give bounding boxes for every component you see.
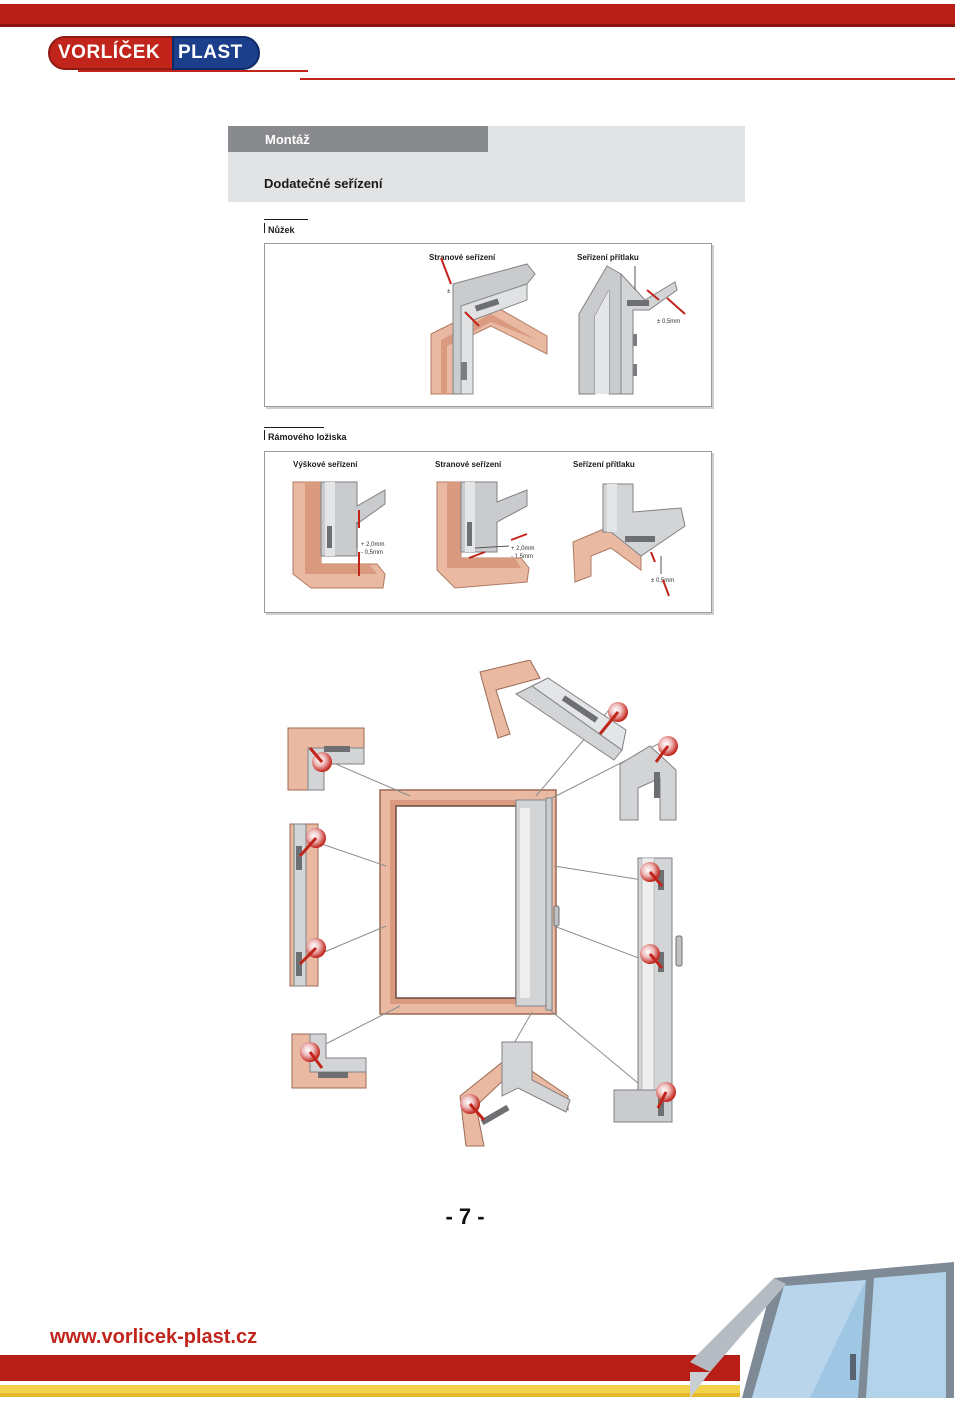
ramove-lozisko-diagram-box: Výškové seřízení Stranové seřízení Seříz… xyxy=(264,451,712,613)
section-title-ramoveho-loziska: Rámového ložiska xyxy=(268,432,347,442)
tool-marker xyxy=(656,1082,676,1109)
page-number: - 7 - xyxy=(445,1204,485,1229)
measure-side-plus: + 2,0mm xyxy=(511,546,535,552)
measure-side-2: + 2,0mm - 1,5mm xyxy=(511,545,535,561)
measure-height: + 2,0mm - 0,5mm xyxy=(361,541,385,557)
window-photo-graphic xyxy=(690,1262,954,1398)
window-frame xyxy=(379,789,560,1015)
measure-side-minus: - 1,5mm xyxy=(511,554,534,560)
measure-height-minus: - 0,5mm xyxy=(361,550,384,556)
caption-serizeni-pritlaku-2: Seřízení přítlaku xyxy=(573,460,635,469)
page-subtitle: Dodatečné seřízení xyxy=(264,176,383,191)
logo-red-part xyxy=(48,36,176,70)
section-label-tick xyxy=(264,223,265,233)
caption-stranove-serizeni: Stranové seřízení xyxy=(429,253,496,262)
tool-marker xyxy=(300,1042,324,1069)
measure-height-plus: + 2,0mm xyxy=(361,542,385,548)
tool-marker xyxy=(298,828,326,857)
detail-bottom-left xyxy=(291,1033,367,1089)
vorlicek-plast-logo[interactable]: VORLÍČEK PLAST xyxy=(48,36,308,72)
window-hardware-overview xyxy=(287,660,683,1147)
tab-title: Montáž xyxy=(265,132,310,147)
tool-marker xyxy=(308,747,332,772)
detail-right-sash xyxy=(613,857,683,1123)
logo-text-left: VORLÍČEK xyxy=(58,42,161,63)
detail-top-right xyxy=(619,745,677,821)
logo-text-right: PLAST xyxy=(178,42,243,63)
section-title-nuzek: Nůžek xyxy=(268,225,295,235)
detail-top-angled xyxy=(479,660,627,761)
caption-vyskove-serizeni: Výškové seřízení xyxy=(293,460,358,469)
tool-marker xyxy=(654,736,678,763)
section-label-rule xyxy=(264,219,308,220)
top-red-band xyxy=(0,0,960,28)
section-label-rule-2 xyxy=(264,427,324,428)
caption-stranove-serizeni-2: Stranové seřízení xyxy=(435,460,502,469)
measure-pressure: ± 0,5mm xyxy=(657,319,681,325)
tool-marker xyxy=(640,944,664,969)
adjustment-tool-markers xyxy=(298,702,678,1121)
header-divider xyxy=(300,78,955,80)
tool-marker xyxy=(460,1094,486,1121)
section-label-tick-2 xyxy=(264,430,265,440)
logo-underline xyxy=(78,70,308,72)
tool-marker xyxy=(598,702,628,735)
website-link[interactable]: www.vorlicek-plast.cz xyxy=(50,1326,258,1348)
tool-marker xyxy=(298,938,326,966)
nuzek-illustration xyxy=(430,257,686,395)
montaz-tab: Montáž xyxy=(228,126,488,152)
nuzek-diagram-box: Stranové seřízení Seřízení přítlaku ± 2m… xyxy=(264,243,712,407)
detail-bottom-center xyxy=(459,1041,571,1147)
tool-marker xyxy=(640,862,664,887)
logo-blue-part xyxy=(172,36,260,70)
caption-serizeni-pritlaku: Seřízení přítlaku xyxy=(577,253,639,262)
section-header-panel: Montáž Dodatečné seřízení xyxy=(228,126,745,202)
ramove-lozisko-illustration xyxy=(292,481,686,597)
